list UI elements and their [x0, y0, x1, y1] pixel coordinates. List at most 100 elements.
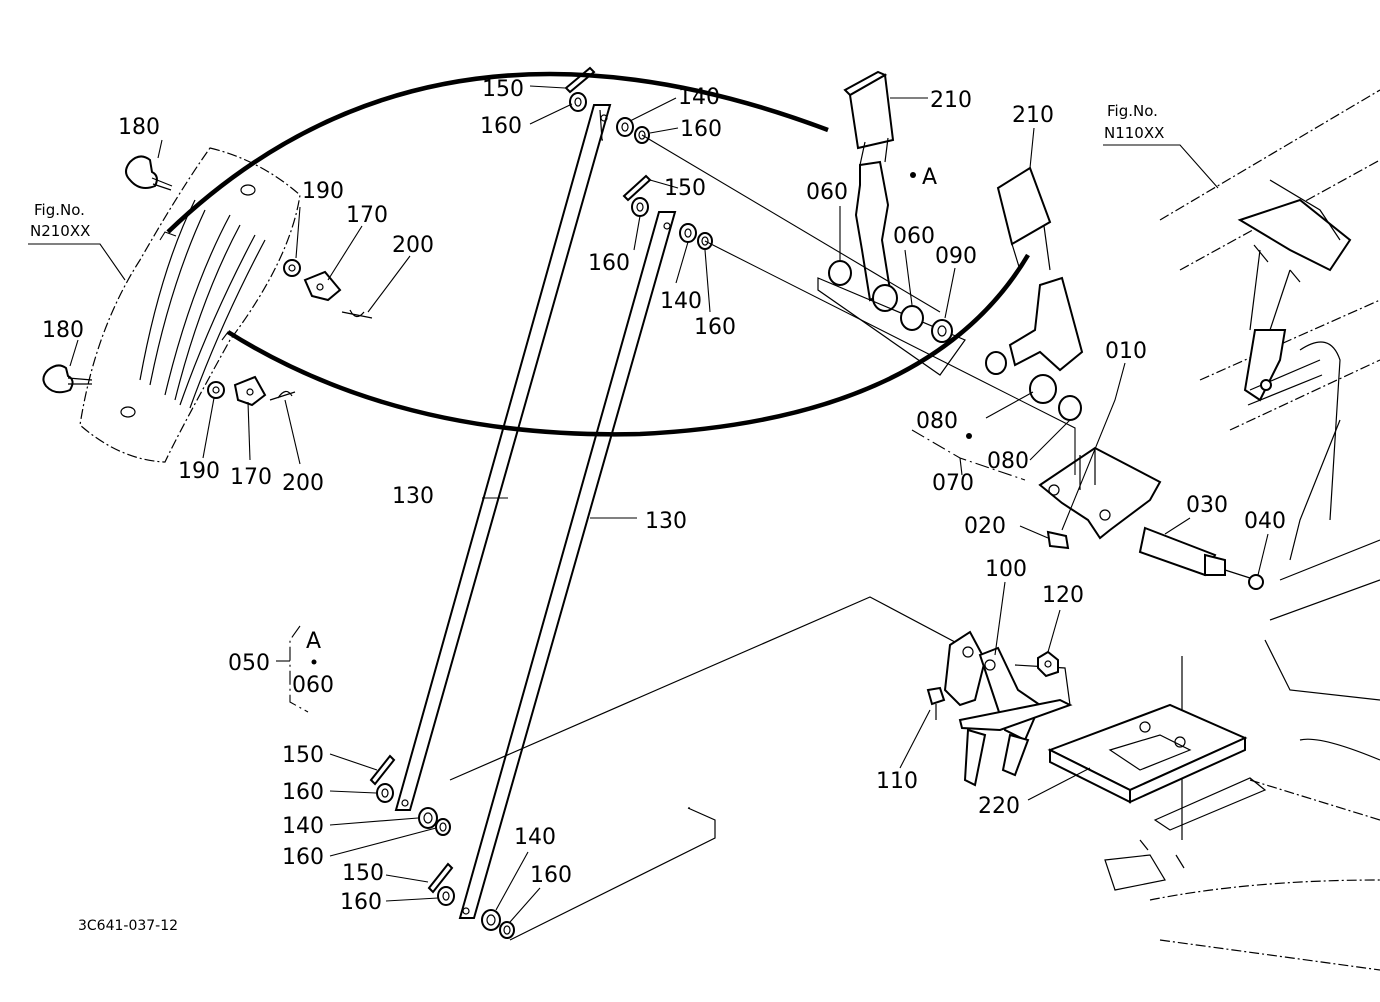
clip-170-upper	[303, 270, 342, 302]
fig-ref-n210xx: Fig.No. N210XX	[28, 201, 126, 281]
rod-130-front	[394, 104, 612, 811]
sector-plate	[79, 147, 301, 463]
pedal-pad-210-left	[843, 70, 895, 166]
washer-190-upper	[283, 259, 301, 277]
bushing-080-a	[985, 351, 1007, 375]
bushing-080-b	[1058, 395, 1082, 421]
callout-130-b: 130	[645, 509, 687, 534]
rod-130-rear	[458, 211, 677, 919]
svg-text:Fig.No.: Fig.No.	[1107, 102, 1158, 120]
ref-dot-070	[966, 433, 972, 439]
machine-frame-outline	[1149, 89, 1380, 971]
fig-ref-n110xx: Fig.No. N110XX	[1103, 102, 1219, 189]
callout-180-b: 180	[42, 318, 84, 343]
callout-030: 030	[1186, 493, 1228, 518]
washer-160-h	[499, 921, 515, 939]
callout-140-b: 140	[660, 289, 702, 314]
callout-160-h: 160	[530, 863, 572, 888]
callout-220: 220	[978, 794, 1020, 819]
callout-110: 110	[876, 769, 918, 794]
pin-200-lower	[269, 390, 296, 401]
washer-160-c	[631, 197, 649, 217]
callout-060-a: 060	[806, 180, 848, 205]
cotter-pin-150-a	[564, 66, 596, 94]
knob-bolt-upper	[125, 155, 173, 191]
cotter-pin-150-b	[622, 174, 652, 202]
pedal-linkage	[1237, 179, 1352, 406]
callout-140-a: 140	[678, 85, 720, 110]
callout-160-g: 160	[340, 890, 382, 915]
pedal-arm-left	[854, 160, 898, 312]
callout-ref-a: A	[922, 165, 937, 190]
callout-210-a: 210	[930, 88, 972, 113]
callout-200-b: 200	[282, 471, 324, 496]
callout-050-ref-a: A	[306, 629, 321, 654]
spacer-140-d	[481, 909, 501, 931]
callout-100: 100	[985, 557, 1027, 582]
svg-text:Fig.No.: Fig.No.	[34, 201, 85, 219]
callout-210-b: 210	[1012, 103, 1054, 128]
pedal-pad-210-right	[996, 166, 1052, 271]
callout-150-b: 150	[664, 176, 706, 201]
washer-160-f	[435, 818, 451, 836]
callout-160-b: 160	[680, 117, 722, 142]
callout-140-d: 140	[514, 825, 556, 850]
nut-120	[1037, 650, 1059, 678]
callout-160-f: 160	[282, 845, 324, 870]
spacer-140-a	[616, 117, 634, 137]
callout-070: 070	[932, 471, 974, 496]
group-bracket-070	[911, 429, 1026, 481]
bracket-010	[1038, 446, 1162, 540]
bushing-060-a	[828, 260, 852, 286]
callout-150-c: 150	[282, 743, 324, 768]
callout-160-d: 160	[694, 315, 736, 340]
pin-030	[1138, 526, 1226, 577]
callout-150-d: 150	[342, 861, 384, 886]
callout-050: 050	[228, 651, 270, 676]
svg-text:N110XX: N110XX	[1104, 124, 1164, 142]
washer-090	[931, 319, 953, 343]
callout-160-a: 160	[480, 114, 522, 139]
callout-180-a: 180	[118, 115, 160, 140]
ref-dot-a	[910, 172, 916, 178]
bolt-110	[926, 686, 946, 720]
callout-040: 040	[1244, 509, 1286, 534]
washer-160-a	[569, 92, 587, 112]
leader-lines	[69, 85, 1269, 923]
washer-190-lower	[207, 381, 225, 399]
clip-170-lower	[233, 375, 267, 407]
spacer-140-b	[679, 223, 697, 243]
washer-160-e	[376, 783, 394, 803]
nut-020	[1046, 530, 1070, 550]
pin-200-upper	[341, 309, 373, 319]
callout-160-c: 160	[588, 251, 630, 276]
hinge-100	[943, 630, 1073, 787]
sweep-arcs	[159, 71, 1030, 437]
callout-170-b: 170	[230, 465, 272, 490]
callout-140-c: 140	[282, 814, 324, 839]
callout-050-060: 060	[292, 673, 334, 698]
washer-160-g	[437, 886, 455, 906]
ref-dot-050	[311, 659, 317, 665]
callout-010: 010	[1105, 339, 1147, 364]
callout-190-b: 190	[178, 459, 220, 484]
spacer-140-c	[418, 807, 438, 829]
callout-130-a: 130	[392, 484, 434, 509]
callout-160-e: 160	[282, 780, 324, 805]
cotter-pin-150-d	[427, 862, 454, 894]
callout-020: 020	[964, 514, 1006, 539]
bushing-060-b	[900, 305, 924, 331]
callout-080-a: 080	[916, 409, 958, 434]
callout-060-b: 060	[893, 224, 935, 249]
callout-120: 120	[1042, 583, 1084, 608]
pedal-arm-right	[1008, 276, 1084, 404]
svg-text:N210XX: N210XX	[30, 222, 90, 240]
cotter-pin-150-c	[369, 754, 396, 786]
drawing-code: 3C641-037-12	[78, 918, 178, 934]
callout-170-a: 170	[346, 203, 388, 228]
mat-220	[1047, 703, 1267, 891]
callout-090: 090	[935, 244, 977, 269]
callout-200-a: 200	[392, 233, 434, 258]
group-bracket-050	[276, 625, 309, 713]
